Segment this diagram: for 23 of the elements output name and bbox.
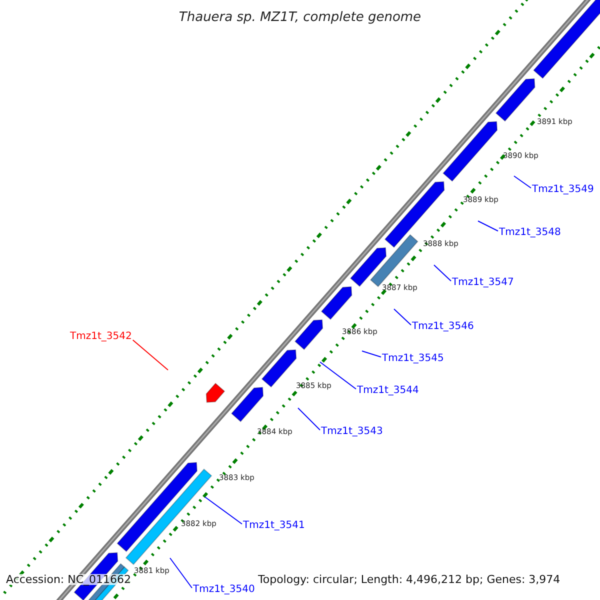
- leader-line: [320, 362, 356, 390]
- gene-label: Tmz1t_3545: [382, 354, 444, 364]
- leader-line: [514, 176, 532, 188]
- leader-line: [132, 340, 168, 370]
- topology-label: Topology: circular; Length: 4,496,212 bp; Genes: 3,974: [258, 574, 560, 585]
- leader-line: [298, 408, 320, 430]
- leader-line: [394, 308, 412, 326]
- title: Thauera sp. MZ1T, complete genome: [178, 11, 422, 24]
- gene-label: Tmz1t_3548: [499, 228, 561, 238]
- gene-label: Tmz1t_3542: [70, 332, 132, 342]
- gene-label: Tmz1t_3549: [532, 185, 594, 195]
- leader-line: [478, 220, 498, 232]
- leader-line: [362, 350, 382, 358]
- gene-label: Tmz1t_3546: [412, 322, 474, 332]
- gene-label: Tmz1t_3540: [193, 585, 255, 595]
- gene-label: Tmz1t_3547: [452, 278, 514, 288]
- leader-line: [204, 496, 242, 524]
- gene-label: Tmz1t_3544: [357, 386, 419, 396]
- accession-label: Accession: NC_011662: [6, 574, 132, 585]
- leader-line: [170, 558, 192, 588]
- gene-label: Tmz1t_3543: [321, 427, 383, 437]
- gene-label: Tmz1t_3541: [243, 521, 305, 531]
- leader-line: [434, 264, 452, 282]
